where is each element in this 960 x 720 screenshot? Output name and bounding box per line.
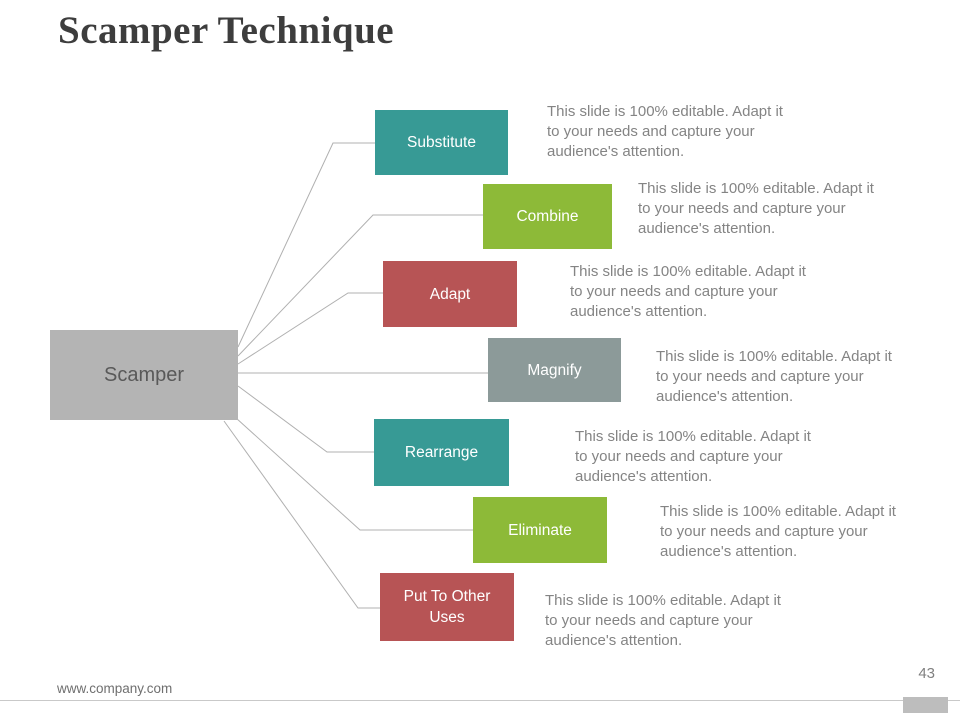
node-box-rearrange: Rearrange: [374, 419, 509, 486]
footer-website: www.company.com: [57, 681, 173, 696]
node-desc-combine: This slide is 100% editable. Adapt it to…: [638, 180, 874, 237]
page-title: Scamper Technique: [58, 9, 395, 52]
node-box-adapt: Adapt: [383, 261, 517, 327]
node-desc-substitute: This slide is 100% editable. Adapt it to…: [547, 103, 783, 160]
scamper-root-box: Scamper: [50, 330, 238, 420]
footer-divider: [0, 700, 960, 701]
node-box-put-to-other-uses: Put To Other Uses: [380, 573, 514, 641]
page-number: 43: [918, 665, 935, 682]
node-box-combine: Combine: [483, 184, 612, 249]
node-desc-magnify: This slide is 100% editable. Adapt it to…: [656, 348, 892, 405]
node-box-eliminate: Eliminate: [473, 497, 607, 563]
node-desc-eliminate: This slide is 100% editable. Adapt it to…: [660, 503, 896, 560]
node-box-magnify: Magnify: [488, 338, 621, 402]
connector-adapt: [237, 292, 385, 365]
node-desc-rearrange: This slide is 100% editable. Adapt it to…: [575, 428, 811, 485]
scamper-root-label: Scamper: [103, 363, 185, 386]
connector-put-to-other-uses: [223, 420, 382, 609]
footer-corner-rect: [903, 697, 948, 713]
node-box-substitute: Substitute: [375, 110, 508, 175]
connector-rearrange: [237, 385, 376, 453]
node-desc-adapt: This slide is 100% editable. Adapt it to…: [570, 263, 806, 320]
connector-substitute: [237, 142, 377, 348]
node-desc-put-to-other-uses: This slide is 100% editable. Adapt it to…: [545, 592, 781, 649]
